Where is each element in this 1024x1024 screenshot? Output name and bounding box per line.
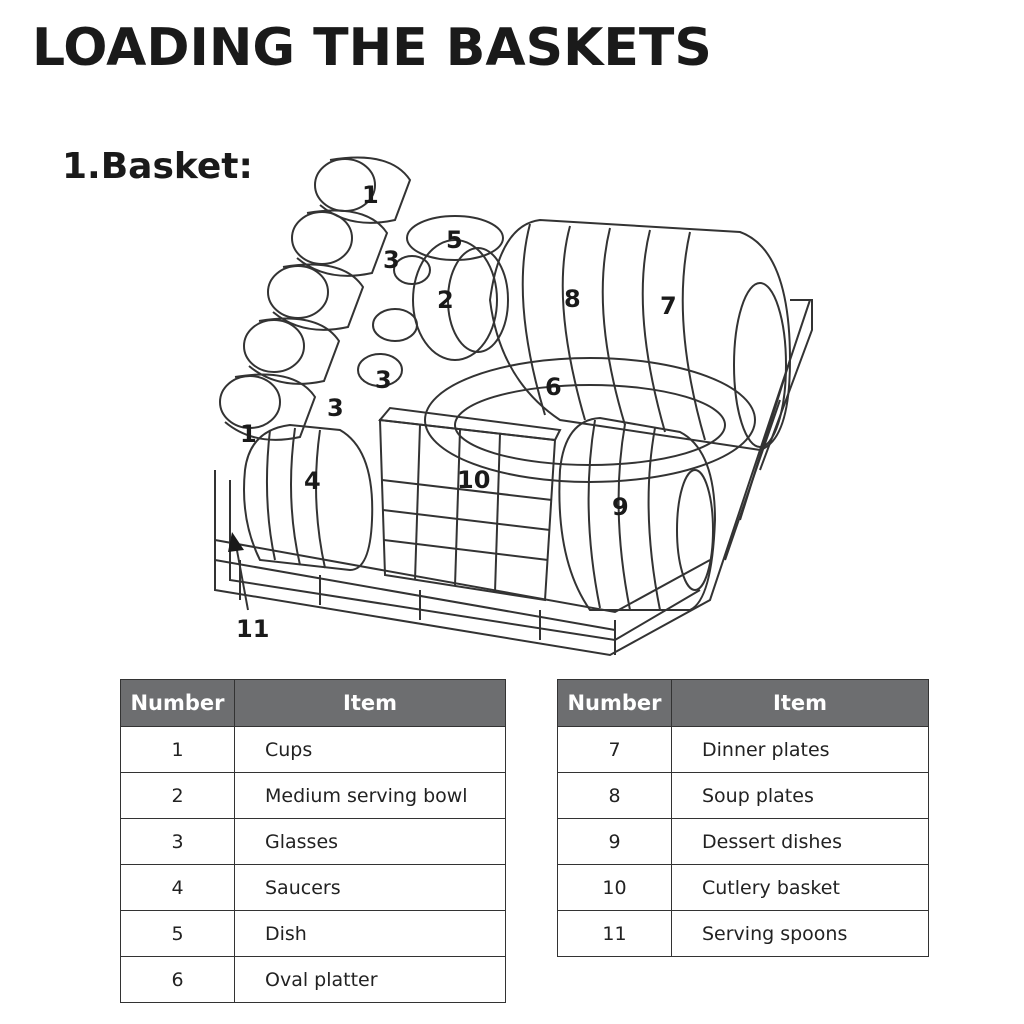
dinner-plates-group	[488, 218, 792, 452]
callout-cups-bottom: 1	[240, 420, 257, 448]
callout-serving-spoons: 11	[236, 615, 269, 643]
row-item: Saucers	[234, 864, 506, 911]
table-header-row: Number Item	[557, 679, 929, 727]
row-number: 5	[120, 910, 235, 957]
row-item: Soup plates	[671, 772, 929, 819]
header-number: Number	[120, 679, 235, 727]
cups-group	[219, 156, 412, 441]
header-item: Item	[671, 679, 929, 727]
row-number: 7	[557, 726, 672, 773]
page-title: LOADING THE BASKETS	[32, 18, 712, 78]
dish-bowl-group	[406, 215, 509, 361]
row-item: Medium serving bowl	[234, 772, 506, 819]
callout-serving-bowl: 2	[437, 286, 454, 314]
row-number: 11	[557, 910, 672, 957]
callout-soup-plates: 8	[564, 285, 581, 313]
callout-glasses-3: 3	[327, 394, 344, 422]
rack-frame	[214, 299, 813, 657]
row-item: Serving spoons	[671, 910, 929, 957]
dessert-dishes-group	[558, 416, 717, 611]
callout-oval-platter: 6	[545, 373, 562, 401]
callout-cutlery-basket: 10	[457, 466, 490, 494]
row-item: Cups	[234, 726, 506, 773]
row-item: Glasses	[234, 818, 506, 865]
row-item: Dessert dishes	[671, 818, 929, 865]
row-item: Oval platter	[234, 956, 506, 1003]
row-number: 9	[557, 818, 672, 865]
callout-saucers: 4	[304, 467, 321, 495]
callout-dessert-dishes: 9	[612, 493, 629, 521]
callout-dinner-plates: 7	[660, 292, 677, 320]
row-number: 3	[120, 818, 235, 865]
row-item: Dish	[234, 910, 506, 957]
basket-diagram: 1 1 2 3 3 3 4 5 6 7 8 9 10 11	[214, 156, 813, 657]
row-number: 1	[120, 726, 235, 773]
header-number: Number	[557, 679, 672, 727]
row-item: Dinner plates	[671, 726, 929, 773]
saucers-group	[243, 423, 374, 572]
cutlery-basket	[378, 406, 562, 602]
serving-spoons-arrow	[228, 532, 249, 611]
row-number: 2	[120, 772, 235, 819]
row-number: 4	[120, 864, 235, 911]
callout-glasses-2: 3	[375, 366, 392, 394]
callout-cups-top: 1	[362, 181, 379, 209]
callout-dish: 5	[446, 226, 463, 254]
row-item: Cutlery basket	[671, 864, 929, 911]
row-number: 10	[557, 864, 672, 911]
callout-glasses-1: 3	[383, 246, 400, 274]
section-title: 1.Basket:	[62, 146, 253, 187]
row-number: 6	[120, 956, 235, 1003]
glasses-group	[357, 255, 431, 387]
callouts: 1 1 2 3 3 3 4 5 6 7 8 9 10 11	[236, 181, 677, 643]
table-header-row: Number Item	[120, 679, 506, 727]
row-number: 8	[557, 772, 672, 819]
header-item: Item	[234, 679, 506, 727]
